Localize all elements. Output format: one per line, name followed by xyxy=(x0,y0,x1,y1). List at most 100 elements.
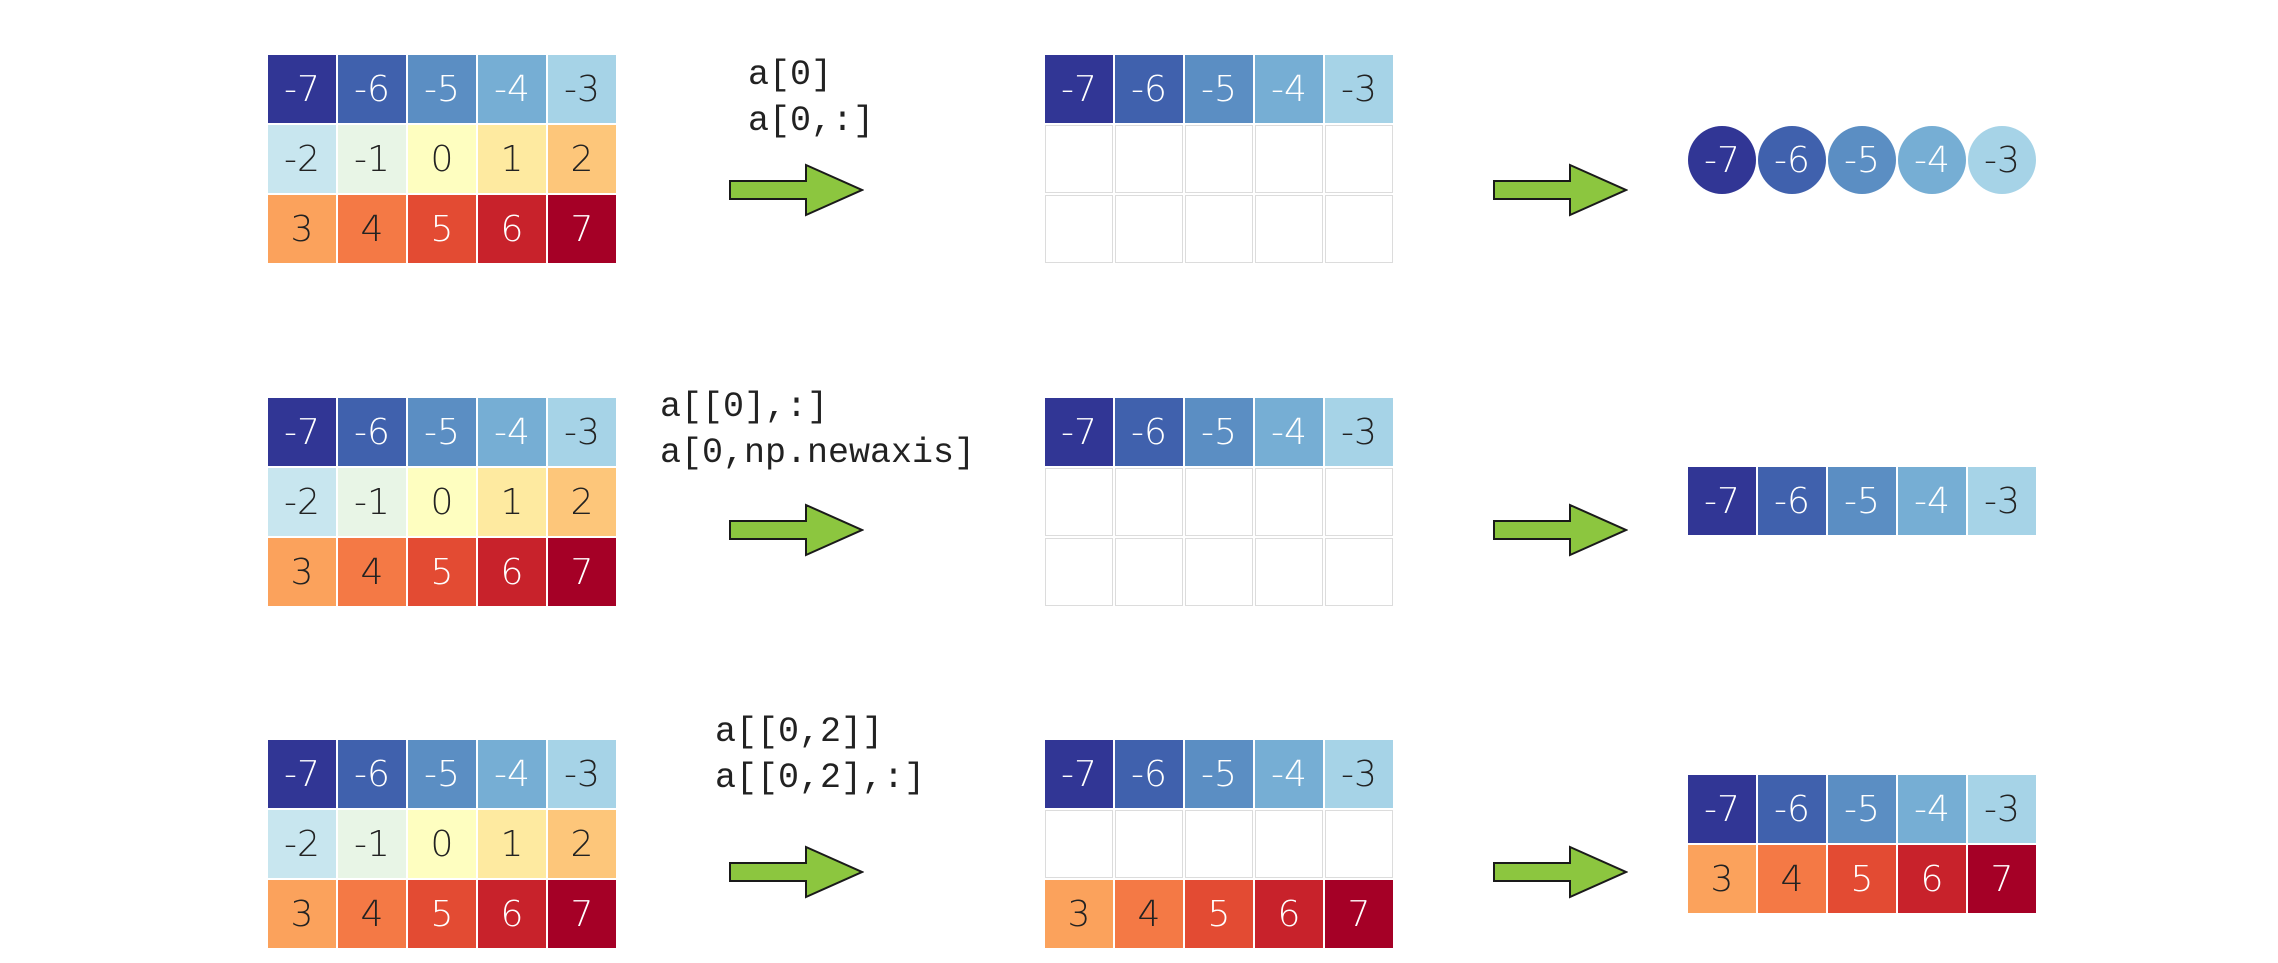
result-cell: -7 xyxy=(1688,775,1756,843)
empty-cell xyxy=(1325,810,1393,878)
source-cell: -6 xyxy=(338,398,406,466)
empty-cell xyxy=(1325,125,1393,193)
empty-cell xyxy=(1115,468,1183,536)
source-cell: 7 xyxy=(548,538,616,606)
empty-cell xyxy=(1045,195,1113,263)
result-cell: -6 xyxy=(1758,467,1826,535)
selected-cell: 3 xyxy=(1045,880,1113,948)
selected-cell: 6 xyxy=(1255,880,1323,948)
source-cell: 5 xyxy=(408,538,476,606)
result-cell: -3 xyxy=(1968,775,2036,843)
source-cell: 5 xyxy=(408,880,476,948)
index-expression: a[[0],:] xyxy=(660,387,829,427)
empty-cell xyxy=(1045,538,1113,606)
result-cell: 3 xyxy=(1688,845,1756,913)
source-cell: -5 xyxy=(408,55,476,123)
source-cell: -3 xyxy=(548,740,616,808)
empty-cell xyxy=(1255,810,1323,878)
source-cell: 0 xyxy=(408,468,476,536)
source-cell: 4 xyxy=(338,880,406,948)
source-cell: 7 xyxy=(548,195,616,263)
source-cell: -1 xyxy=(338,125,406,193)
result-cell: 4 xyxy=(1758,845,1826,913)
source-cell: 0 xyxy=(408,125,476,193)
source-cell: -1 xyxy=(338,468,406,536)
result-circle: -4 xyxy=(1898,126,1966,194)
source-cell: 1 xyxy=(478,810,546,878)
selected-cell: -4 xyxy=(1255,740,1323,808)
source-cell: -1 xyxy=(338,810,406,878)
index-expression: a[0,np.newaxis] xyxy=(660,433,976,473)
arrow-icon xyxy=(1493,503,1628,557)
selected-cell: -3 xyxy=(1325,398,1393,466)
result-cell: -4 xyxy=(1898,467,1966,535)
selected-cell: 4 xyxy=(1115,880,1183,948)
selected-cell: -7 xyxy=(1045,398,1113,466)
selected-cell: -6 xyxy=(1115,398,1183,466)
result-cell: -7 xyxy=(1688,467,1756,535)
source-cell: -7 xyxy=(268,398,336,466)
empty-cell xyxy=(1255,195,1323,263)
source-cell: -5 xyxy=(408,398,476,466)
result-cell: -4 xyxy=(1898,775,1966,843)
source-cell: 2 xyxy=(548,468,616,536)
source-cell: 2 xyxy=(548,125,616,193)
source-cell: -6 xyxy=(338,740,406,808)
source-cell: -3 xyxy=(548,398,616,466)
index-expression: a[[0,2]] xyxy=(715,712,884,752)
empty-cell xyxy=(1115,125,1183,193)
empty-cell xyxy=(1255,468,1323,536)
empty-cell xyxy=(1045,468,1113,536)
source-cell: 3 xyxy=(268,880,336,948)
selected-cell: -3 xyxy=(1325,740,1393,808)
source-cell: 4 xyxy=(338,538,406,606)
index-expression: a[0] xyxy=(748,55,833,95)
empty-cell xyxy=(1185,810,1253,878)
empty-cell xyxy=(1325,538,1393,606)
source-cell: 5 xyxy=(408,195,476,263)
empty-cell xyxy=(1115,538,1183,606)
arrow-icon xyxy=(729,503,864,557)
selected-cell: -6 xyxy=(1115,55,1183,123)
empty-cell xyxy=(1255,538,1323,606)
empty-cell xyxy=(1115,195,1183,263)
source-cell: -5 xyxy=(408,740,476,808)
result-circle: -3 xyxy=(1968,126,2036,194)
source-cell: -7 xyxy=(268,740,336,808)
source-cell: 6 xyxy=(478,195,546,263)
result-circle: -6 xyxy=(1758,126,1826,194)
source-cell: -4 xyxy=(478,398,546,466)
selected-cell: 5 xyxy=(1185,880,1253,948)
empty-cell xyxy=(1255,125,1323,193)
selected-cell: -7 xyxy=(1045,740,1113,808)
selected-cell: -5 xyxy=(1185,398,1253,466)
source-cell: 0 xyxy=(408,810,476,878)
result-cell: -5 xyxy=(1828,775,1896,843)
source-cell: -6 xyxy=(338,55,406,123)
empty-cell xyxy=(1185,125,1253,193)
selected-cell: -6 xyxy=(1115,740,1183,808)
source-cell: 1 xyxy=(478,125,546,193)
result-cell: -5 xyxy=(1828,467,1896,535)
arrow-icon xyxy=(729,163,864,217)
source-cell: -4 xyxy=(478,55,546,123)
source-cell: 6 xyxy=(478,538,546,606)
selected-cell: -4 xyxy=(1255,55,1323,123)
result-circle: -5 xyxy=(1828,126,1896,194)
selected-cell: 7 xyxy=(1325,880,1393,948)
arrow-icon xyxy=(1493,845,1628,899)
source-cell: 4 xyxy=(338,195,406,263)
index-expression: a[0,:] xyxy=(748,101,875,141)
result-cell: 6 xyxy=(1898,845,1966,913)
source-cell: 3 xyxy=(268,538,336,606)
empty-cell xyxy=(1325,195,1393,263)
selected-cell: -7 xyxy=(1045,55,1113,123)
empty-cell xyxy=(1185,468,1253,536)
source-cell: -2 xyxy=(268,125,336,193)
selected-cell: -3 xyxy=(1325,55,1393,123)
source-cell: 2 xyxy=(548,810,616,878)
result-cell: -6 xyxy=(1758,775,1826,843)
result-cell: 5 xyxy=(1828,845,1896,913)
selected-cell: -5 xyxy=(1185,740,1253,808)
